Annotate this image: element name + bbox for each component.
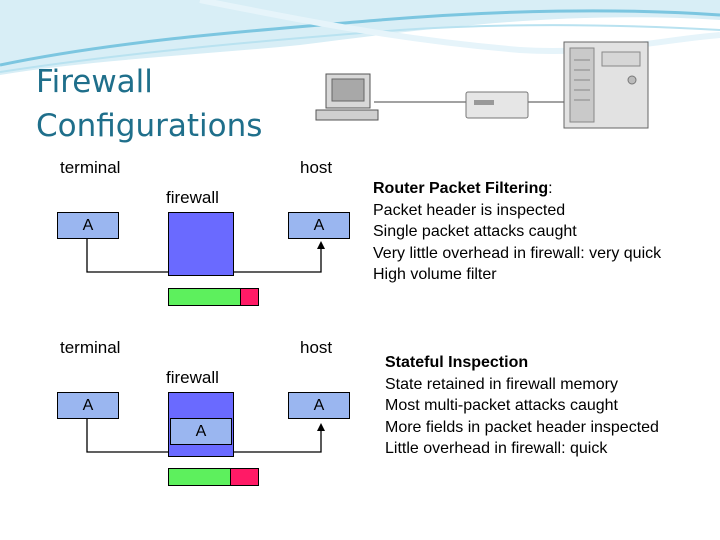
router-line-4: High volume filter bbox=[373, 264, 661, 286]
host-box: A bbox=[288, 392, 350, 419]
terminal-label: terminal bbox=[60, 158, 120, 178]
terminal-label: terminal bbox=[60, 338, 120, 358]
host-box: A bbox=[288, 212, 350, 239]
stateful-line-4: Little overhead in firewall: quick bbox=[385, 438, 659, 460]
stateful-inspection-description: Stateful Inspection State retained in fi… bbox=[385, 352, 659, 460]
router-line-1: Packet header is inspected bbox=[373, 200, 661, 222]
overhead-bar-red bbox=[240, 288, 259, 306]
firewall-box bbox=[168, 212, 234, 276]
host-label: host bbox=[300, 338, 332, 358]
terminal-box: A bbox=[57, 212, 119, 239]
router-filtering-description: Router Packet Filtering: Packet header i… bbox=[373, 178, 661, 286]
stateful-line-3: More fields in packet header inspected bbox=[385, 417, 659, 439]
router-heading: Router Packet Filtering bbox=[373, 180, 548, 197]
firewall-label: firewall bbox=[166, 188, 219, 208]
throughput-bar-green bbox=[168, 288, 241, 306]
overhead-bar-red bbox=[230, 468, 259, 486]
router-heading-line: Router Packet Filtering: bbox=[373, 178, 661, 200]
stateful-line-1: State retained in firewall memory bbox=[385, 374, 659, 396]
host-label: host bbox=[300, 158, 332, 178]
router-heading-colon: : bbox=[548, 180, 552, 197]
terminal-box: A bbox=[57, 392, 119, 419]
throughput-bar-green bbox=[168, 468, 231, 486]
firewall-label: firewall bbox=[166, 368, 219, 388]
router-line-2: Single packet attacks caught bbox=[373, 221, 661, 243]
stateful-heading: Stateful Inspection bbox=[385, 352, 659, 374]
firewall-state-box: A bbox=[170, 418, 232, 445]
router-line-3: Very little overhead in firewall: very q… bbox=[373, 243, 661, 265]
stateful-line-2: Most multi-packet attacks caught bbox=[385, 395, 659, 417]
